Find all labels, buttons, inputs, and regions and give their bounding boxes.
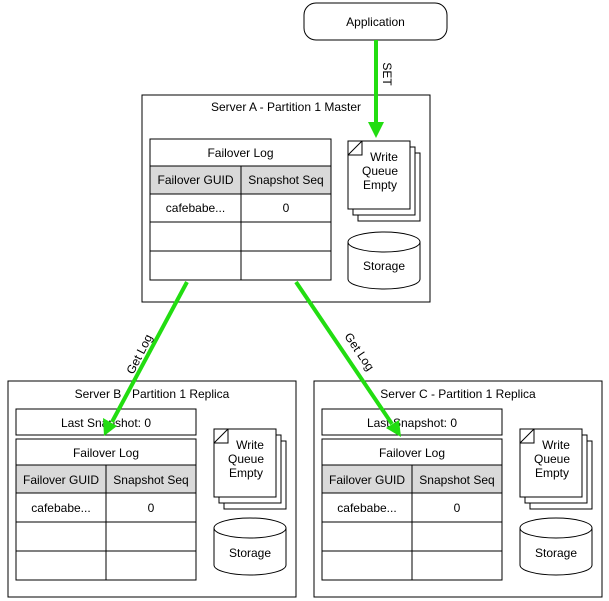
queue-line: Empty <box>229 466 263 480</box>
queue-line: Write <box>236 438 264 452</box>
server-a-storage-icon: Storage <box>347 231 421 290</box>
queue-line: Write <box>370 150 398 164</box>
table-cell: 0 <box>454 501 461 515</box>
server-b-storage-icon: Storage <box>213 517 287 576</box>
server-b: Server B - Partition 1 Replica Last Snap… <box>7 380 297 598</box>
storage-label: Storage <box>363 259 405 273</box>
header-snapshot-seq: Snapshot Seq <box>419 473 494 487</box>
table-cell: cafebabe... <box>166 201 225 215</box>
server-b-failover-log-table: Failover Log Failover GUID Snapshot Seq … <box>15 438 197 581</box>
server-c-title: Server C - Partition 1 Replica <box>380 387 536 401</box>
server-a: Server A - Partition 1 Master Failover L… <box>141 94 431 303</box>
server-b-title: Server B - Partition 1 Replica <box>75 387 230 401</box>
table-cell: cafebabe... <box>31 501 90 515</box>
failover-log-title: Failover Log <box>379 446 445 460</box>
last-snapshot-label: Last Snapshot: 0 <box>367 416 457 430</box>
header-failover-guid: Failover GUID <box>329 473 405 487</box>
server-a-title: Server A - Partition 1 Master <box>211 100 361 114</box>
server-c-storage-icon: Storage <box>519 517 593 576</box>
server-c-write-queue-doc-stack-icon: Write Queue Empty <box>519 428 593 510</box>
header-snapshot-seq: Snapshot Seq <box>248 173 323 187</box>
table-cell: cafebabe... <box>337 501 396 515</box>
header-snapshot-seq: Snapshot Seq <box>113 473 188 487</box>
server-b-write-queue-doc-stack-icon: Write Queue Empty <box>213 428 287 510</box>
storage-label: Storage <box>535 546 577 560</box>
server-c: Server C - Partition 1 Replica Last Snap… <box>313 380 603 598</box>
queue-line: Queue <box>228 452 264 466</box>
server-a-failover-log-table: Failover Log Failover GUID Snapshot Seq … <box>149 138 332 281</box>
queue-line: Empty <box>363 178 397 192</box>
server-c-last-snapshot-box: Last Snapshot: 0 <box>321 408 503 436</box>
set-arrow: SET <box>368 40 394 138</box>
failover-log-title: Failover Log <box>207 146 273 160</box>
get-log-label: Get Log <box>342 330 377 373</box>
queue-line: Empty <box>535 466 569 480</box>
failover-log-title: Failover Log <box>73 446 139 460</box>
table-cell: 0 <box>148 501 155 515</box>
server-a-write-queue-doc-stack-icon: Write Queue Empty <box>347 140 421 222</box>
set-label: SET <box>380 62 394 86</box>
queue-line: Write <box>542 438 570 452</box>
application-label: Application <box>346 15 405 29</box>
queue-line: Queue <box>362 164 398 178</box>
server-c-failover-log-table: Failover Log Failover GUID Snapshot Seq … <box>321 438 503 581</box>
storage-label: Storage <box>229 546 271 560</box>
queue-line: Queue <box>534 452 570 466</box>
header-failover-guid: Failover GUID <box>157 173 233 187</box>
application-node: Application <box>303 2 448 41</box>
table-cell: 0 <box>283 201 290 215</box>
header-failover-guid: Failover GUID <box>23 473 99 487</box>
